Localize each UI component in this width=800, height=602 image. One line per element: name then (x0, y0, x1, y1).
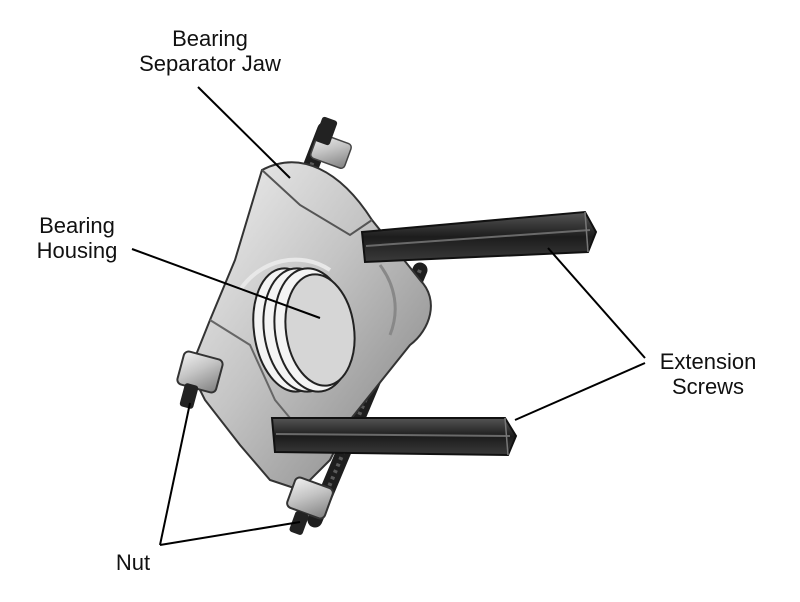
leader-jaw (197, 86, 291, 179)
top-rod-nut (310, 116, 352, 169)
bearing-housing (252, 267, 356, 393)
label-bearing-housing: Bearing Housing (22, 213, 132, 263)
label-housing-line1: Bearing (39, 213, 115, 238)
lower-extension-screw (270, 417, 518, 457)
label-bearing-separator-jaw: Bearing Separator Jaw (135, 26, 285, 76)
middle-nut (176, 350, 224, 409)
leader-nut-lower (159, 521, 301, 546)
label-extension-line1: Extension (659, 349, 757, 374)
label-nut: Nut (115, 550, 151, 575)
label-extension-line2: Screws (671, 374, 745, 399)
leader-extension-lower (514, 362, 646, 421)
label-jaw-line1: Bearing (172, 26, 248, 51)
bottom-nut (286, 476, 334, 535)
leader-housing (131, 248, 321, 319)
leader-lines (131, 86, 646, 546)
label-housing-line2: Housing (36, 238, 118, 263)
label-jaw-line2: Separator Jaw (139, 51, 281, 76)
leader-extension-upper (547, 247, 646, 359)
leader-nut-upper (159, 402, 191, 546)
label-extension-screws: Extension Screws (638, 349, 778, 399)
upper-extension-screw (360, 210, 598, 264)
